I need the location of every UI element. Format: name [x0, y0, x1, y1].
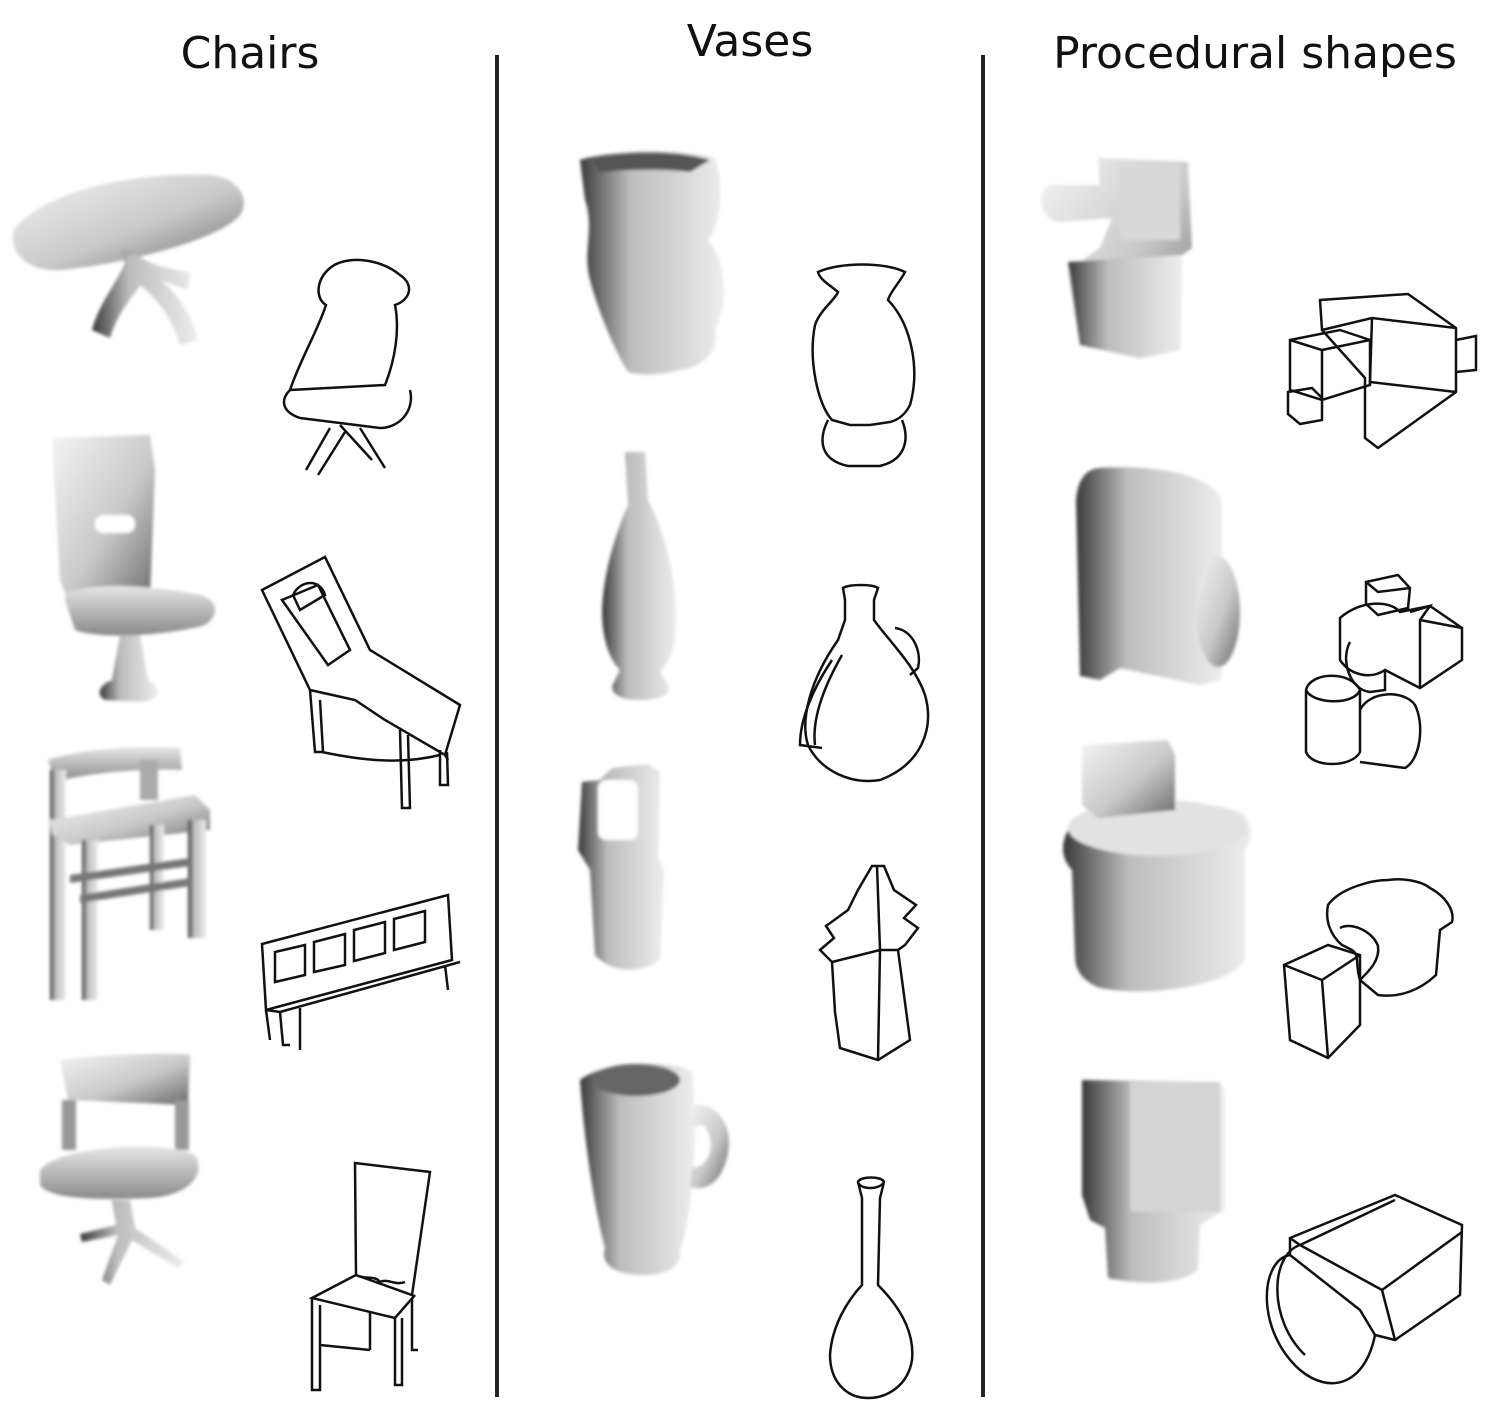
procedural-line-3	[1282, 878, 1454, 1060]
vase-shaded-3	[578, 764, 664, 970]
vase-shaded-2	[602, 452, 677, 700]
vase-line-1	[811, 263, 916, 468]
chair-line-1	[282, 258, 413, 476]
chair-shaded-4	[40, 1053, 199, 1285]
chair-line-3	[260, 893, 461, 1050]
column-title-vases: Vases	[686, 16, 814, 67]
procedural-line-4	[1265, 1193, 1464, 1385]
column-title-chairs: Chairs	[180, 28, 320, 79]
vase-line-2	[798, 583, 930, 783]
column-title-procedural-shapes: Procedural shapes	[1053, 28, 1457, 79]
procedural-shaded-2	[1076, 467, 1240, 685]
procedural-line-1	[1286, 292, 1478, 450]
procedural-shaded-1	[1041, 158, 1192, 358]
chair-shaded-2	[52, 435, 216, 702]
chair-shaded-1	[12, 174, 244, 345]
procedural-shaded-3	[1063, 740, 1251, 992]
procedural-shaded-4	[1082, 1080, 1225, 1283]
vase-line-4	[828, 1176, 914, 1400]
vase-line-3	[818, 864, 920, 1062]
vase-shaded-4	[580, 1063, 729, 1275]
chair-line-4	[308, 1161, 432, 1392]
procedural-line-2	[1304, 573, 1464, 770]
vase-shaded-1	[580, 151, 724, 375]
chair-line-2	[260, 555, 462, 810]
chair-shaded-3	[48, 746, 210, 1000]
